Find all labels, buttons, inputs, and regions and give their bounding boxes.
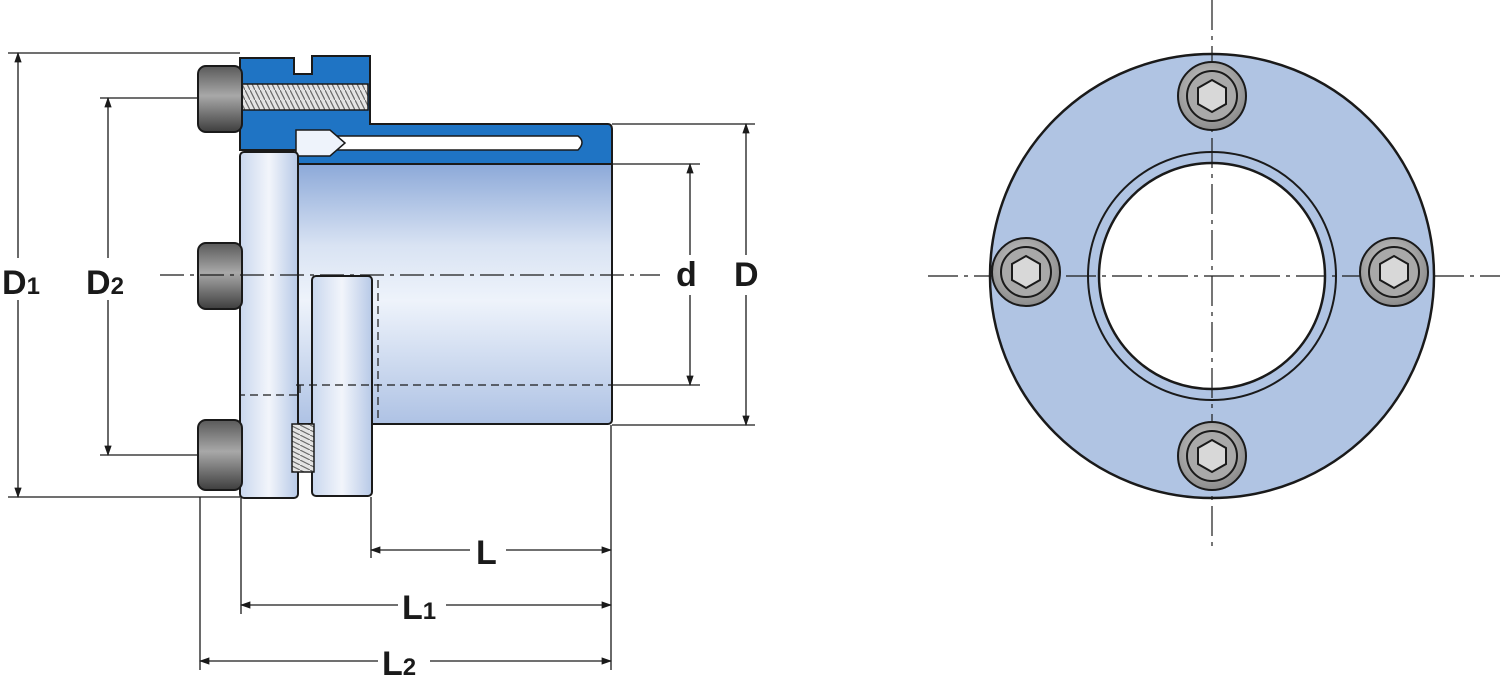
inner-ring [311,275,373,497]
label-D1: D1 [2,264,40,302]
bolt-top [1177,61,1247,131]
label-d: d [676,256,697,294]
bolt-bottom [1177,421,1247,491]
label-L2: L2 [382,645,416,683]
flange [239,151,299,499]
bolt-left [991,237,1061,307]
front-view [928,0,1500,552]
label-D: D [734,256,759,294]
thread-top [235,83,369,111]
screw-head-top [197,65,243,133]
side-view [160,55,660,499]
screw-head-middle [197,242,243,310]
label-L: L [476,534,497,572]
label-D2: D2 [86,264,124,302]
slot [329,135,583,151]
label-L1: L1 [402,589,436,627]
thread-bottom [291,423,315,473]
bolt-right [1359,237,1429,307]
screw-head-bottom [197,419,243,491]
